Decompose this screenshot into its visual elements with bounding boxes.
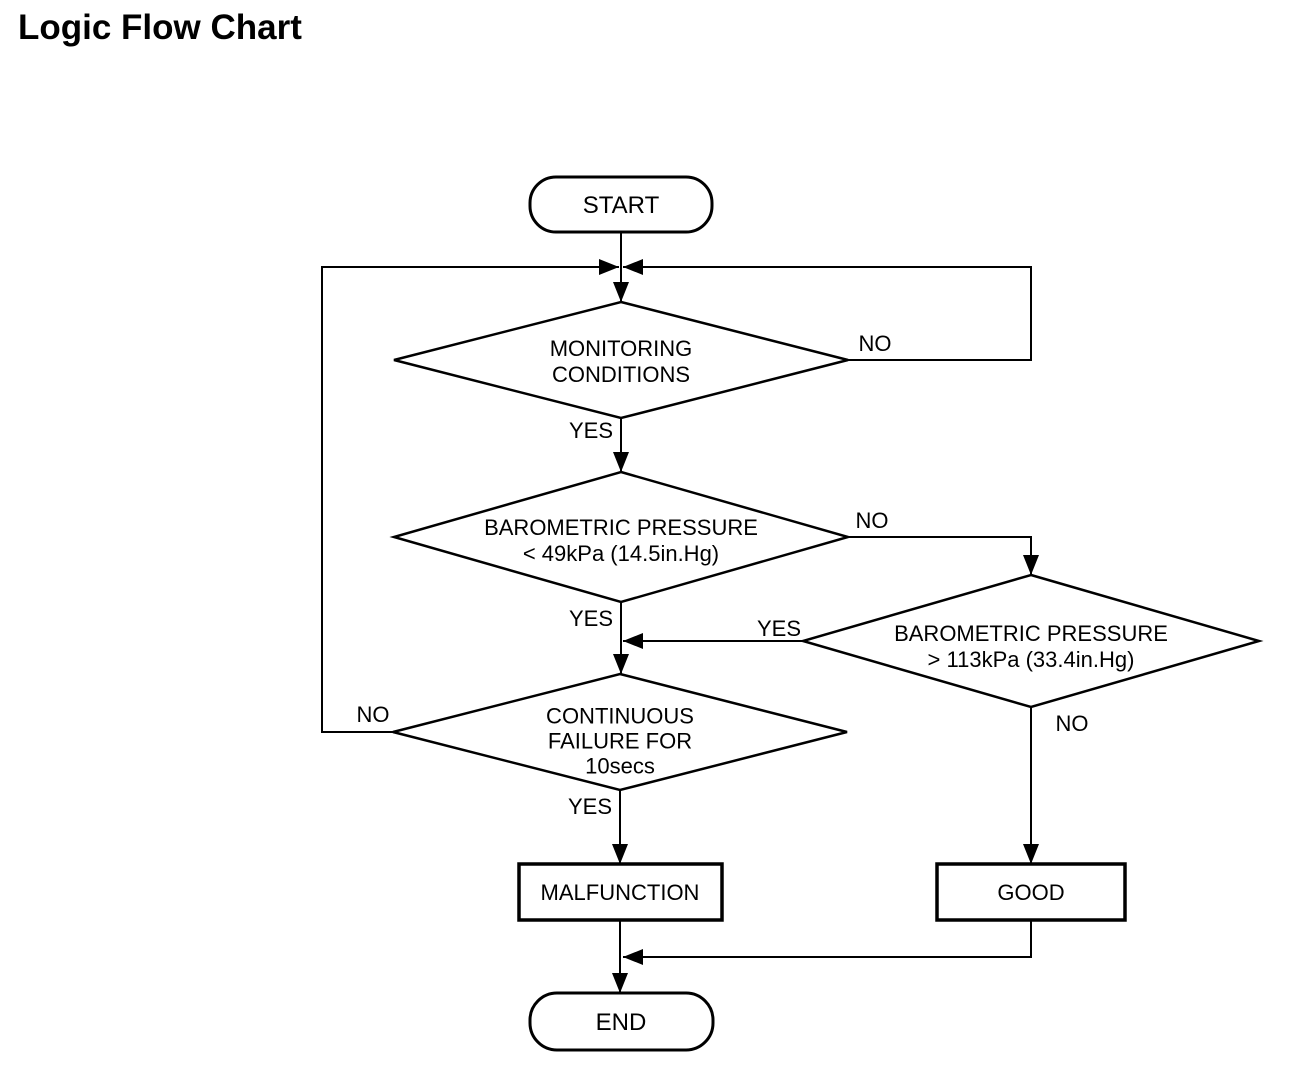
barometric-low-line2: < 49kPa (14.5in.Hg) bbox=[522, 541, 720, 566]
continuous-no-label: NO bbox=[356, 702, 390, 727]
barometric-high-diamond-shape bbox=[798, 573, 1264, 709]
monitoring-no-label: NO bbox=[858, 331, 892, 356]
barometric-high-label: BAROMETRIC PRESSURE > 113kPa (33.4in.Hg) bbox=[894, 621, 1168, 673]
continuous-failure-line3: 10secs bbox=[585, 753, 655, 779]
edge-continuous-no-loop bbox=[321, 259, 619, 733]
edge-monitoring-no-loop bbox=[623, 259, 1032, 361]
monitoring-conditions-line1: MONITORING bbox=[549, 336, 693, 361]
barometric-low-yes-label: YES bbox=[568, 606, 614, 631]
continuous-failure-diamond-shape bbox=[392, 672, 848, 792]
start-terminal-shape bbox=[528, 175, 714, 234]
barometric-high-line2: > 113kPa (33.4in.Hg) bbox=[927, 647, 1135, 672]
continuous-failure-line2: FAILURE FOR bbox=[547, 728, 693, 754]
edge-baro-low-no bbox=[848, 536, 1039, 575]
barometric-low-no-label: NO bbox=[855, 508, 889, 533]
monitoring-conditions-line2: CONDITIONS bbox=[551, 362, 691, 387]
page-title: Logic Flow Chart bbox=[18, 8, 302, 47]
monitoring-yes-label: YES bbox=[568, 418, 614, 443]
good-box-shape bbox=[935, 862, 1127, 922]
continuous-yes-label: YES bbox=[567, 794, 613, 819]
malfunction-box-label: MALFUNCTION bbox=[540, 880, 700, 905]
barometric-low-label: BAROMETRIC PRESSURE < 49kPa (14.5in.Hg) bbox=[484, 515, 758, 567]
malfunction-box-shape bbox=[517, 862, 724, 922]
monitoring-conditions-label: MONITORING CONDITIONS bbox=[550, 336, 693, 388]
monitoring-conditions-diamond-shape bbox=[393, 300, 849, 420]
continuous-failure-line1: CONTINUOUS bbox=[546, 703, 694, 729]
barometric-low-line1: BAROMETRIC PRESSURE bbox=[484, 515, 758, 540]
barometric-low-diamond-shape bbox=[389, 470, 853, 604]
barometric-high-no-label: NO bbox=[1055, 711, 1089, 736]
start-terminal-label: START bbox=[582, 192, 660, 219]
continuous-failure-label: CONTINUOUS FAILURE FOR 10secs bbox=[546, 704, 694, 779]
end-terminal-label: END bbox=[595, 1009, 647, 1036]
end-terminal-shape bbox=[528, 991, 715, 1052]
barometric-high-yes-label: YES bbox=[756, 616, 802, 641]
edge-good-to-end bbox=[623, 920, 1032, 965]
good-box-label: GOOD bbox=[997, 880, 1065, 905]
barometric-high-line1: BAROMETRIC PRESSURE bbox=[894, 621, 1168, 646]
